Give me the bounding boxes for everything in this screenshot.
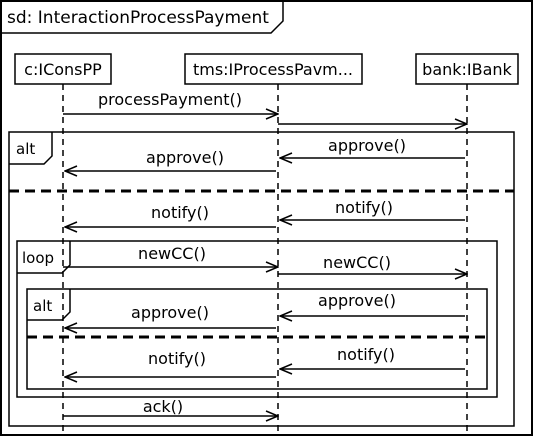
message-label: notify() <box>148 349 206 368</box>
message-label: ack() <box>143 397 183 416</box>
message-approve-tms-c-2: approve() <box>65 303 276 328</box>
message-label: newCC() <box>138 244 206 263</box>
fragment-operator-loop: loop <box>22 249 54 267</box>
message-newCC-tms-bank: newCC() <box>278 253 467 274</box>
message-processPayment: processPayment() <box>63 90 278 114</box>
message-approve-tms-c-1: approve() <box>65 148 276 171</box>
message-approve-bank-tms-1: approve() <box>280 136 465 158</box>
lifeline-bank: bank:IBank <box>415 53 519 432</box>
message-label: approve() <box>328 136 406 155</box>
lifeline-label-c: c:IConsPP <box>24 60 102 79</box>
lifeline-label-bank: bank:IBank <box>422 60 512 79</box>
message-notify-tms-c-1: notify() <box>65 203 276 227</box>
message-notify-bank-tms-1: notify() <box>280 198 465 220</box>
message-label: approve() <box>146 148 224 167</box>
lifeline-tms: tms:IProcessPavm... <box>184 53 363 432</box>
fragment-alt-inner: alt <box>26 288 488 390</box>
fragment-operator-alt-outer: alt <box>16 140 35 158</box>
message-label: approve() <box>318 291 396 310</box>
message-label: notify() <box>337 345 395 364</box>
message-label: notify() <box>335 198 393 217</box>
message-label: notify() <box>151 203 209 222</box>
message-newCC-c-tms: newCC() <box>63 244 278 267</box>
fragment-alt-outer: alt <box>8 131 515 427</box>
message-label: newCC() <box>323 253 391 272</box>
message-approve-bank-tms-2: approve() <box>280 291 465 316</box>
fragment-loop: loop <box>16 240 498 398</box>
fragment-operator-alt-inner: alt <box>33 297 52 315</box>
message-notify-tms-c-2: notify() <box>65 349 276 377</box>
lifeline-label-tms: tms:IProcessPavm... <box>193 60 353 79</box>
message-notify-bank-tms-2: notify() <box>280 345 465 369</box>
diagram-title: sd: InteractionProcessPayment <box>7 8 269 28</box>
message-label: approve() <box>131 303 209 322</box>
message-ack: ack() <box>63 397 278 416</box>
lifeline-c: c:IConsPP <box>14 53 112 432</box>
message-label: processPayment() <box>98 90 242 109</box>
